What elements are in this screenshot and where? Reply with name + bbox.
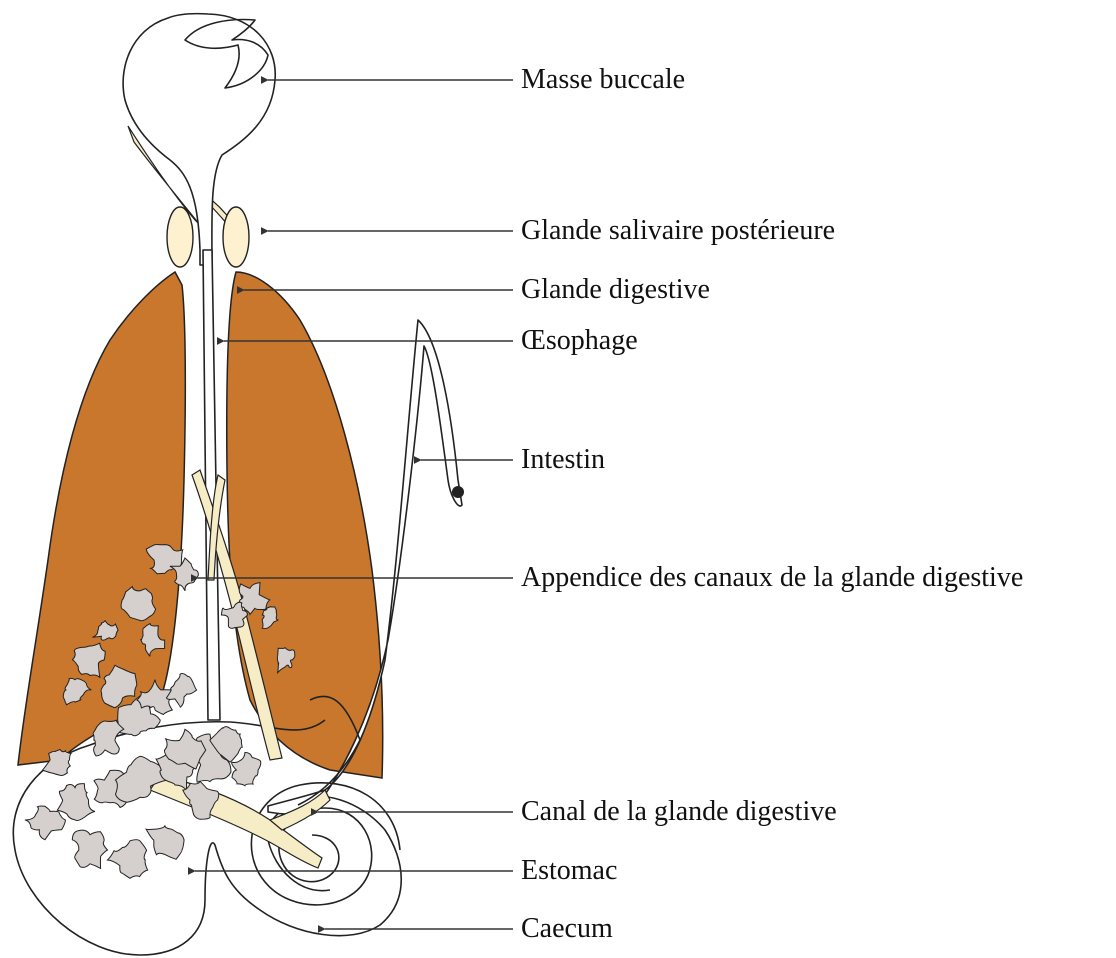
appendage-blob <box>232 752 261 785</box>
anus-dot <box>452 486 464 498</box>
appendage-blob <box>72 830 107 868</box>
appendage-blob <box>146 825 184 859</box>
appendage-blob <box>57 784 95 821</box>
posterior-salivary-gland-left <box>167 207 193 267</box>
label-caecum: Caecum <box>521 915 613 943</box>
label-canal: Canal de la glande digestive <box>521 798 837 826</box>
appendage-blob <box>108 840 148 879</box>
label-estomac: Estomac <box>521 857 617 885</box>
digestive-gland-right-lobe <box>227 272 383 778</box>
buccal-mass <box>123 14 275 265</box>
label-glande-salivaire: Glande salivaire postérieure <box>521 217 835 245</box>
appendage-blob <box>167 673 197 707</box>
label-glande-digestive: Glande digestive <box>521 276 710 304</box>
label-intestin: Intestin <box>521 446 605 474</box>
appendage-blob <box>93 720 124 756</box>
label-appendice: Appendice des canaux de la glande digest… <box>521 564 1023 592</box>
label-oesophage: Œsophage <box>521 327 638 355</box>
label-masse-buccale: Masse buccale <box>521 66 685 94</box>
posterior-salivary-gland-right <box>223 207 249 267</box>
